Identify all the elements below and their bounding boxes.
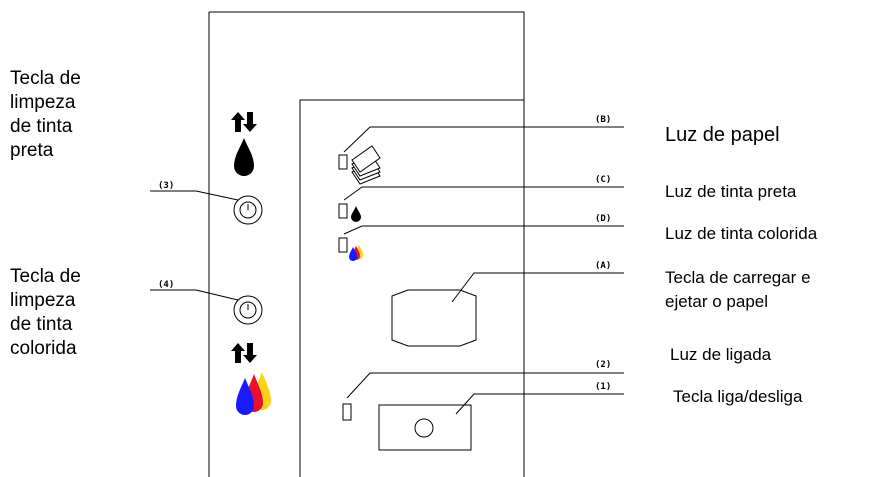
callout-line-2	[346, 372, 624, 399]
power-key-button[interactable]	[378, 404, 472, 451]
black-clean-key-button[interactable]	[233, 195, 263, 225]
callout-leader-3	[195, 190, 239, 201]
callout-leader-4	[195, 289, 239, 301]
color-ink-drops-icon	[236, 372, 271, 415]
tag-1: (1)	[595, 382, 611, 392]
callout-line-c	[343, 186, 624, 201]
black-ink-light-indicator	[338, 203, 348, 219]
label-color-clean-key: Tecla de limpeza de tinta colorida	[10, 266, 86, 359]
tag-2: (2)	[595, 360, 611, 370]
outer-panel-outline	[209, 11, 525, 477]
callout-line-1	[455, 393, 624, 415]
tag-a: (A)	[595, 261, 611, 271]
label-load-eject-key: Tecla de carregar e ejetar o papel	[665, 268, 815, 311]
tag-b: (B)	[595, 115, 611, 125]
inner-panel-outline	[299, 99, 524, 477]
tag-4: (4)	[158, 280, 174, 290]
label-black-clean-key: Tecla de limpeza de tinta preta	[10, 68, 86, 161]
label-power-key: Tecla liga/desliga	[673, 387, 803, 406]
up-down-arrows-color-icon	[231, 343, 257, 363]
tag-3: (3)	[158, 181, 174, 191]
callout-line-b	[343, 126, 624, 153]
color-ink-drops-small-icon	[349, 245, 363, 261]
color-ink-light-indicator	[338, 237, 348, 253]
paper-light-indicator	[338, 154, 348, 170]
tag-c: (C)	[595, 175, 611, 185]
color-clean-key-button[interactable]	[233, 295, 263, 325]
label-paper-light: Luz de papel	[665, 124, 780, 146]
label-power-light: Luz de ligada	[670, 345, 772, 364]
callout-line-d	[343, 225, 624, 235]
black-ink-drop-small-icon	[351, 206, 361, 222]
label-color-ink-light: Luz de tinta colorida	[665, 224, 818, 243]
paper-stack-icon	[351, 145, 381, 185]
black-ink-drop-icon	[234, 138, 254, 176]
tag-d: (D)	[595, 214, 611, 224]
load-eject-key-button[interactable]	[391, 289, 477, 347]
callout-line-a	[451, 272, 624, 303]
power-light-indicator	[342, 403, 352, 421]
label-black-ink-light: Luz de tinta preta	[665, 182, 797, 201]
up-down-arrows-icon	[231, 112, 257, 132]
